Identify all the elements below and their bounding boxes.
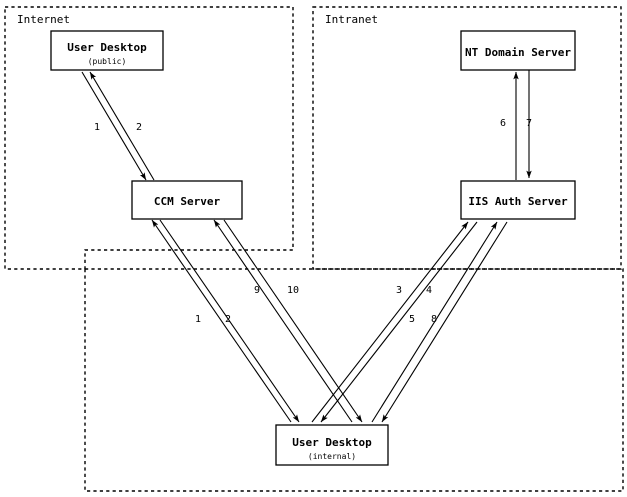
node-user-desktop-internal-title: User Desktop xyxy=(292,436,372,449)
step-label-9: 9 xyxy=(254,285,260,296)
node-user-desktop-internal-subtitle: (internal) xyxy=(308,452,356,461)
flow-internal-desktop-to-iis-second: 5 8 xyxy=(371,221,508,423)
node-ccm-server-box[interactable] xyxy=(131,180,243,220)
node-ccm-server[interactable]: CCM Server xyxy=(131,180,243,220)
flow-iis-to-nt-domain: 6 7 xyxy=(500,70,532,180)
flow-line-step-9 xyxy=(213,219,353,423)
flow-internal-desktop-to-ccm-final: 9 10 xyxy=(213,219,363,423)
step-label-3: 3 xyxy=(396,285,402,296)
node-iis-auth-server-title: IIS Auth Server xyxy=(468,195,568,208)
step-label-5: 5 xyxy=(409,314,415,325)
step-label-1-public: 1 xyxy=(94,122,100,133)
node-nt-domain-server-title: NT Domain Server xyxy=(465,46,571,59)
flow-line-step-3 xyxy=(311,221,469,423)
zone-internal-boundary xyxy=(84,268,624,492)
node-nt-domain-server[interactable]: NT Domain Server xyxy=(460,30,576,71)
flow-line-step-10 xyxy=(223,219,363,423)
node-user-desktop-public[interactable]: User Desktop (public) xyxy=(50,30,164,71)
zone-internal-group xyxy=(84,268,624,492)
flow-line-step-1-internal xyxy=(151,219,292,423)
zone-intranet-boundary xyxy=(312,6,622,270)
node-user-desktop-internal[interactable]: User Desktop (internal) xyxy=(275,424,389,466)
zone-intranet-group: Intranet xyxy=(312,6,622,270)
step-label-1-internal: 1 xyxy=(195,314,201,325)
step-label-2-public: 2 xyxy=(136,122,142,133)
flow-line-step-2-internal xyxy=(159,219,300,423)
step-label-7: 7 xyxy=(526,118,532,129)
flow-line-step-5 xyxy=(371,221,498,423)
flow-line-step-8 xyxy=(381,221,508,423)
node-user-desktop-public-subtitle: (public) xyxy=(88,57,127,66)
flow-line-step-2-public xyxy=(89,71,155,181)
node-iis-auth-server[interactable]: IIS Auth Server xyxy=(460,180,576,220)
zone-internet-boundary xyxy=(4,6,294,270)
node-nt-domain-server-box[interactable] xyxy=(460,30,576,71)
flow-internal-desktop-to-iis-first: 3 4 xyxy=(311,221,478,423)
node-user-desktop-internal-box[interactable] xyxy=(275,424,389,466)
flow-public-desktop-to-ccm: 1 2 xyxy=(81,71,155,181)
step-label-8: 8 xyxy=(431,314,437,325)
zone-intranet-label: Intranet xyxy=(325,13,378,26)
node-user-desktop-public-box[interactable] xyxy=(50,30,164,71)
node-user-desktop-public-title: User Desktop xyxy=(67,41,147,54)
zone-internet-label: Internet xyxy=(17,13,70,26)
step-label-10: 10 xyxy=(287,285,299,296)
step-label-4: 4 xyxy=(426,285,432,296)
step-label-6: 6 xyxy=(500,118,506,129)
step-label-2-internal: 2 xyxy=(225,314,231,325)
zone-internet-group: Internet xyxy=(4,6,294,270)
flow-line-step-4 xyxy=(320,221,478,423)
flow-internal-desktop-to-ccm-initial: 1 2 xyxy=(151,219,300,423)
flow-line-step-1-public xyxy=(81,71,147,181)
node-iis-auth-server-box[interactable] xyxy=(460,180,576,220)
node-ccm-server-title: CCM Server xyxy=(154,195,221,208)
